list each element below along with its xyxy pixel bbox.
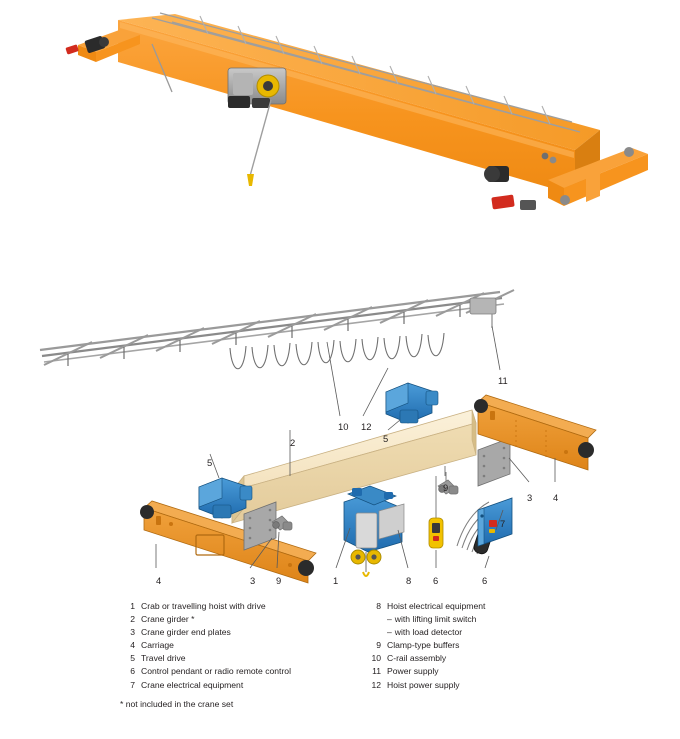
- legend-item-label: Clamp-type buffers: [387, 640, 460, 651]
- girder-right-fittings: [541, 152, 557, 164]
- main-girder: [118, 14, 600, 195]
- clamp-buffer-right: [437, 479, 459, 495]
- hook-icon: [247, 174, 254, 186]
- left-end-carriage: [65, 29, 140, 62]
- diagram-callout-4: 4: [553, 492, 559, 503]
- leader-lines-top: [326, 325, 501, 417]
- travel-drive-left: [198, 477, 253, 519]
- c-rail-assembly: [39, 289, 515, 370]
- hoist-rope: [249, 99, 272, 177]
- legend-item-number: 12: [371, 679, 381, 690]
- legend-item: 8 Hoist electrical equipment: [366, 600, 596, 613]
- diagram-callout-5: 5: [207, 457, 213, 468]
- cable-left: [151, 43, 173, 93]
- control-pendant: [428, 476, 444, 549]
- legend-item: 12 Hoist power supply: [366, 679, 596, 692]
- diagram-callout-5: 5: [383, 433, 389, 444]
- legend-item-number: 11: [372, 666, 381, 677]
- legend-item-label: Crane girder *: [141, 614, 195, 625]
- legend-item: 6 Control pendant or radio remote control: [120, 665, 370, 678]
- right-end-carriage: [484, 147, 648, 210]
- legend-footnote: * not included in the crane set: [120, 699, 234, 709]
- legend-item-number: 3: [130, 627, 135, 638]
- legend-item: 4 Carriage: [120, 639, 370, 652]
- legend-item-label: Carriage: [141, 640, 174, 651]
- diagram-callout-2: 2: [290, 437, 296, 448]
- legend-item-label: Crane girder end plates: [141, 627, 231, 638]
- girder-end-plate-left: [243, 501, 277, 551]
- legend-item-number: 6: [130, 666, 135, 677]
- legend-item-number: 9: [376, 640, 381, 651]
- crane-electrical-equipment: [477, 497, 513, 547]
- assembled-crane-figure: [0, 0, 680, 260]
- diagram-callout-7: 7: [500, 518, 506, 529]
- legend-column-right: 8 Hoist electrical equipment 0–with liftin…: [366, 600, 596, 692]
- legend-item-number: 7: [130, 679, 135, 690]
- legend-item-label: Power supply: [387, 666, 439, 677]
- diagram-callout-6: 6: [482, 575, 488, 586]
- hoist-trolley: [227, 67, 287, 108]
- exploded-crane-svg: [39, 289, 597, 584]
- diagram-callout-1: 1: [333, 575, 339, 586]
- leader-buffer-left: [276, 531, 280, 569]
- crab-hoist-unit: [343, 485, 405, 577]
- leader-lines-right: [495, 457, 556, 531]
- diagram-callout-4: 4: [156, 575, 162, 586]
- legend-item: 11 Power supply: [366, 665, 596, 678]
- diagram-callout-6: 6: [433, 575, 439, 586]
- carriage-left: [140, 500, 317, 584]
- legend-item-label: Hoist power supply: [387, 679, 460, 690]
- legend-item: 1 Crab or travelling hoist with drive: [120, 600, 370, 613]
- carriage-right: [474, 394, 597, 471]
- clamp-buffer-left: [271, 515, 293, 531]
- festoon-hangers: [199, 15, 551, 125]
- legend-subitem-label: with lifting limit switch: [394, 614, 477, 625]
- girder-end-plate-right: [477, 437, 511, 487]
- leader-drive-right: [387, 419, 401, 431]
- legend-item: 2 Crane girder *: [120, 613, 370, 626]
- leader-hoist-electrical: [397, 529, 409, 569]
- diagram-callout-9: 9: [276, 575, 282, 586]
- legend-item: 5 Travel drive: [120, 652, 370, 665]
- diagram-callout-11: 11: [498, 375, 508, 386]
- exploded-crane-figure: [0, 280, 680, 590]
- legend-item: 7 Crane electrical equipment: [120, 679, 370, 692]
- legend-subitem: 0–with lifting limit switch: [366, 613, 596, 626]
- leader-hoist: [335, 527, 351, 569]
- legend-item-number: 8: [376, 601, 381, 611]
- legend-item-label: C-rail assembly: [387, 653, 447, 664]
- legend-item-number: 2: [130, 614, 135, 625]
- legend-item: 3 Crane girder end plates: [120, 626, 370, 639]
- legend-item-label: Hoist electrical equipment: [387, 601, 486, 611]
- leader-endplate-left: [249, 537, 273, 569]
- legend-item: 10 C-rail assembly: [366, 652, 596, 665]
- legend-item-number: 10: [371, 653, 381, 664]
- diagram-callout-3: 3: [250, 575, 256, 586]
- legend-subitem: 0–with load detector: [366, 626, 596, 639]
- legend-subitem-dash: –: [387, 627, 392, 638]
- assembled-crane-svg: [65, 12, 648, 210]
- leader-drive-left: [209, 453, 220, 479]
- legend-item-label: Control pendant or radio remote control: [141, 666, 291, 677]
- legend-subitem-dash: –: [387, 614, 392, 625]
- legend-item-number: 1: [130, 601, 135, 611]
- diagram-callout-12: 12: [361, 421, 372, 432]
- diagram-callout-10: 10: [338, 421, 349, 432]
- legend-item-number: 4: [130, 640, 135, 651]
- diagram-callout-9: 9: [443, 482, 449, 493]
- diagram-callout-8: 8: [406, 575, 412, 586]
- travel-drive-right: [385, 382, 439, 424]
- legend-item-label: Crab or travelling hoist with drive: [141, 601, 266, 611]
- legend-item-label: Crane electrical equipment: [141, 679, 244, 690]
- leader-remote: [484, 555, 490, 569]
- legend-item-label: Travel drive: [141, 653, 186, 664]
- diagram-callout-3: 3: [527, 492, 533, 503]
- legend-item-number: 5: [130, 653, 135, 664]
- legend-item: 9 Clamp-type buffers: [366, 639, 596, 652]
- legend-subitem-label: with load detector: [394, 627, 463, 638]
